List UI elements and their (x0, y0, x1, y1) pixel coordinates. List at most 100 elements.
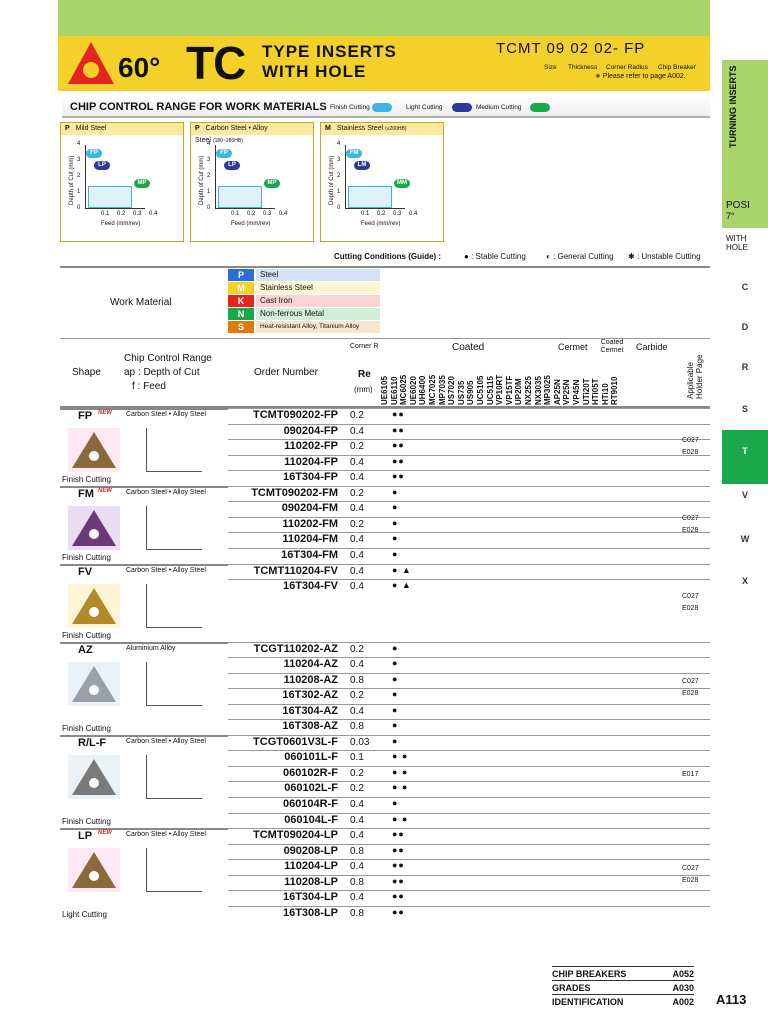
chart-ytick: 0 (207, 205, 211, 211)
grade-marks: ● (392, 798, 399, 808)
chart-xtick: 0.3 (393, 211, 402, 217)
posi-label: POSI (726, 200, 750, 211)
holder-page[interactable]: C027 (682, 678, 699, 686)
chart-pill-fp: FP (216, 149, 232, 158)
breaker-code: FV (78, 565, 93, 578)
conditions-label: Cutting Conditions (Guide) : (334, 252, 442, 261)
grade-header: UE6110 (389, 376, 399, 405)
holder-page[interactable]: E028 (682, 876, 699, 884)
chart-code: P (195, 125, 200, 132)
chart-ylabel: Depth of Cut (mm) (199, 155, 205, 205)
legend-medium-pill (530, 103, 550, 112)
grade-header: VP10RT (495, 374, 505, 405)
chart-title: Carbon Steel • Alloy Steel (195, 125, 268, 144)
holder-page[interactable]: E028 (682, 448, 699, 456)
corner-radius: 0.4 (350, 814, 364, 826)
head-shape: Shape (72, 367, 101, 378)
grade-marks: ● ▲ (392, 564, 412, 575)
sidebar-nav-v[interactable]: V (741, 490, 748, 500)
sidebar-nav-w[interactable]: W (740, 534, 750, 544)
wm-code-s: S (228, 321, 254, 333)
chart-xtick: 0.1 (231, 211, 240, 217)
corner-radius: 0.8 (350, 674, 364, 686)
cutting-type: Finish Cutting (62, 474, 111, 484)
corner-radius: 0.2 (350, 690, 364, 702)
table-row (228, 454, 710, 471)
cutting-type: Light Cutting (62, 910, 107, 920)
insert-image (68, 848, 120, 893)
grade-header: UE6105 (380, 376, 389, 405)
wm-code-p: P (228, 269, 254, 281)
wm-name: Heat-resistant Alloy, Titanium Alloy (256, 321, 380, 333)
sidebar-nav-s[interactable]: S (741, 404, 748, 414)
wm-name: Steel (256, 269, 380, 281)
chart-title: Mild Steel (75, 125, 107, 132)
holder-page[interactable]: E017 (682, 771, 699, 779)
corner-radius: 0.8 (350, 876, 364, 888)
table-row (228, 657, 710, 673)
head-cermet: Cermet (558, 342, 588, 352)
head-corner: Corner R (350, 343, 379, 350)
grade-marks: ●● (392, 875, 405, 886)
section-title: CHIP CONTROL RANGE FOR WORK MATERIALS (70, 101, 327, 113)
grade-marks: ● (392, 502, 399, 513)
chart-xtick: 0.3 (133, 211, 142, 217)
order-number: TCGT0601V3L-F (253, 735, 338, 748)
grade-header: MP7035 (437, 375, 447, 405)
chart-ytick: 4 (77, 141, 81, 147)
sidebar-nav-d[interactable]: D (741, 322, 749, 332)
corner-radius: 0.1 (350, 752, 364, 764)
sidebar-nav-r[interactable]: R (741, 362, 749, 372)
corner-radius: 0.4 (350, 503, 364, 515)
grade-marks: ● (392, 658, 399, 669)
posi-angle: 7° (726, 211, 735, 221)
corner-radius: 0.4 (350, 456, 364, 468)
chart-xtick: 0.4 (409, 211, 418, 217)
sidebar-nav-t[interactable]: T (722, 430, 768, 484)
holder-page[interactable]: E028 (682, 526, 699, 534)
chart-region (348, 186, 392, 208)
new-badge: NEW (98, 410, 112, 416)
head-coated-cermet: Coated Cermet (600, 339, 624, 354)
corner-radius: 0.2 (350, 441, 364, 453)
grade-header: UH6400 (418, 375, 428, 405)
holder-page[interactable]: E028 (682, 690, 699, 698)
breaker-material: Carbon Steel • Alloy Steel (126, 831, 206, 839)
new-badge: NEW (98, 487, 112, 494)
sidebar-label-block: TURNING INSERTS (722, 60, 768, 196)
cap-chip: Chip Breaker (658, 64, 696, 71)
brand-triangle-logo (66, 40, 116, 86)
grade-header: US735 (456, 380, 466, 405)
chart-region (218, 186, 262, 208)
holder-page[interactable]: E028 (682, 604, 699, 612)
sidebar-nav-c[interactable]: C (741, 282, 749, 292)
grade-header: US7020 (447, 376, 457, 405)
footer-link-label: IDENTIFICATION (552, 997, 624, 1007)
legend-finish: Finish Cutting (330, 104, 370, 111)
header-angle: 60° (118, 52, 161, 83)
legend-finish-pill (372, 103, 392, 112)
grade-marks: ●● (392, 891, 405, 902)
grade-header: MC7025 (428, 374, 437, 405)
chart-pill-mm: MM (394, 179, 410, 188)
chart-xtick: 0.1 (101, 211, 110, 217)
grade-marks: ● (392, 735, 399, 746)
holder-page[interactable]: C027 (682, 436, 699, 444)
breaker-code: FP (78, 410, 93, 422)
chart-pill-mp: MP (134, 179, 150, 188)
holder-page[interactable]: C027 (682, 592, 699, 600)
header-code: TC (186, 37, 246, 89)
chart-ylabel: Depth of Cut (mm) (329, 155, 335, 205)
order-number: 16T304-FM (281, 548, 338, 561)
grade-header: NX3035 (533, 376, 543, 405)
sidebar-nav-x[interactable]: X (741, 576, 748, 586)
legend-light-pill (452, 103, 472, 112)
holder-page[interactable]: C027 (682, 864, 699, 872)
holder-page[interactable]: C027 (682, 514, 699, 522)
